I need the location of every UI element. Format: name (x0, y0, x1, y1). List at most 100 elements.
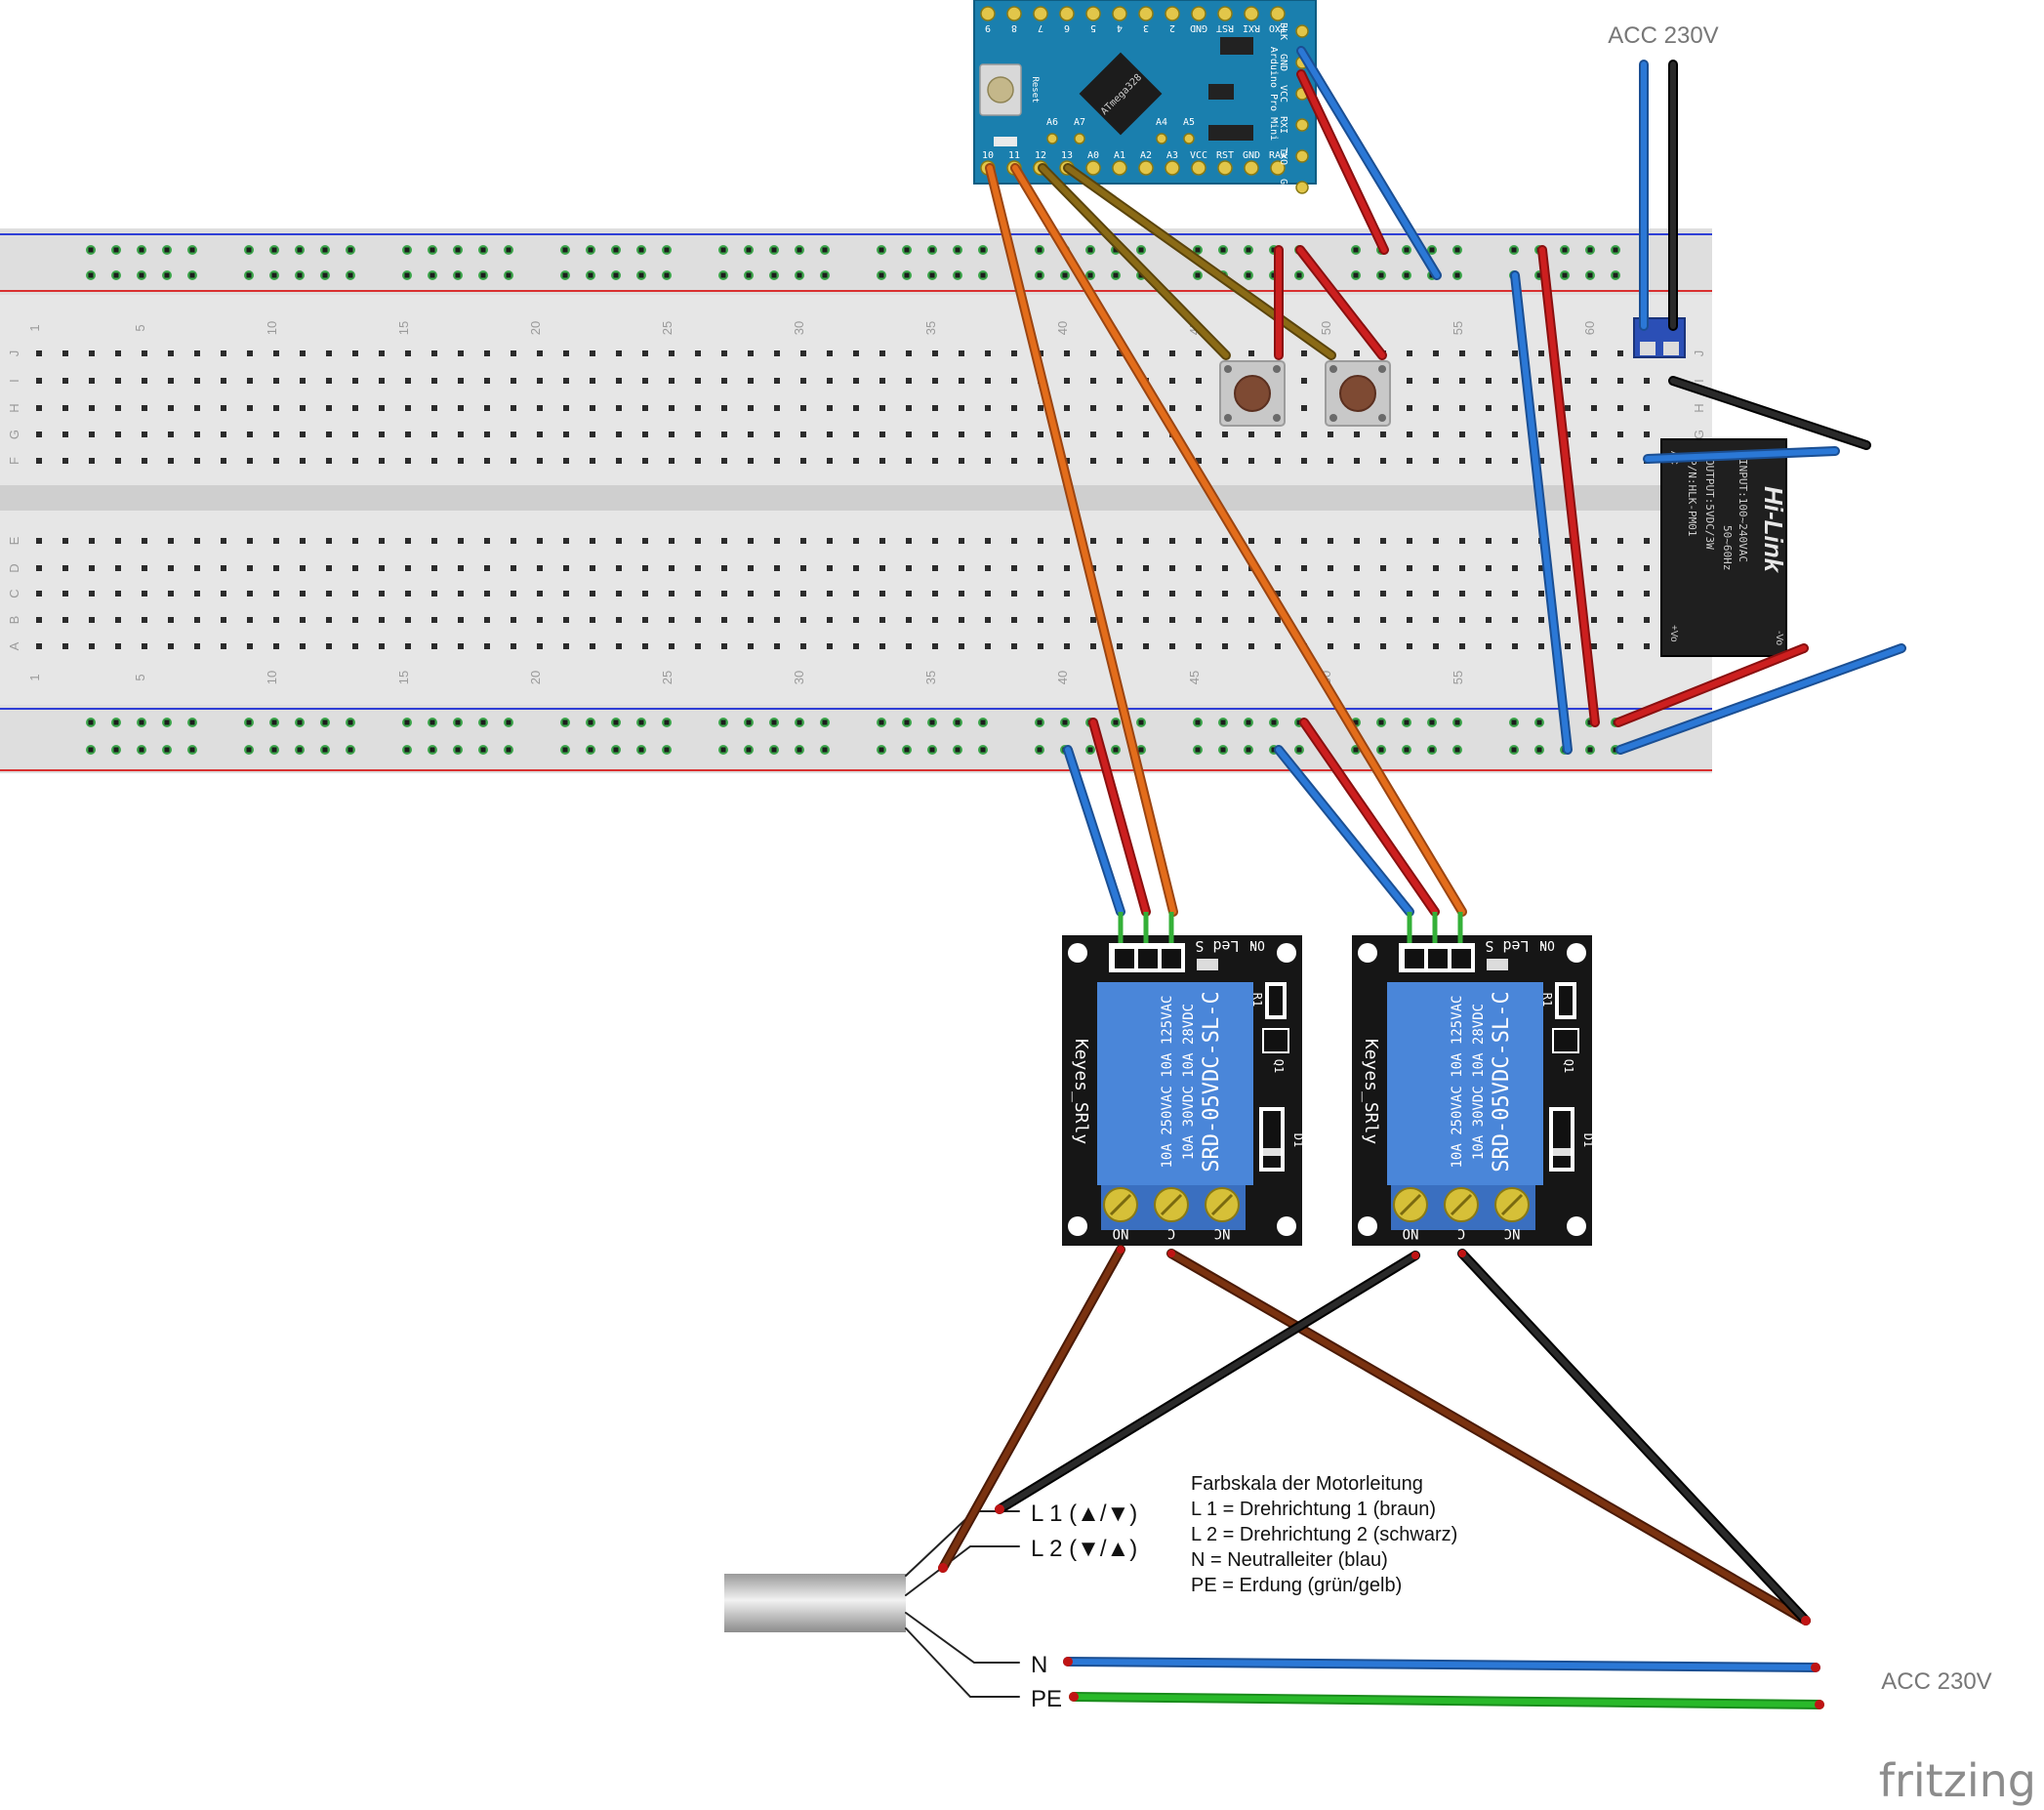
breadboard-hole (959, 405, 964, 411)
breadboard-hole (748, 617, 754, 623)
breadboard-hole (563, 405, 569, 411)
breadboard-hole (1617, 538, 1623, 544)
breadboard-hole (1591, 591, 1597, 596)
hilink-part: P/N:HLK-PM01 (1686, 459, 1698, 536)
breadboard-hole (326, 591, 332, 596)
column-number: 1 (27, 674, 42, 680)
breadboard-hole (36, 405, 42, 411)
breadboard-hole (221, 617, 226, 623)
breadboard-hole (89, 565, 95, 571)
pin-label: A1 (1114, 150, 1125, 161)
breadboard-hole (1538, 617, 1544, 623)
breadboard-hole (959, 350, 964, 356)
breadboard-hole (89, 432, 95, 437)
breadboard-hole (879, 432, 885, 437)
breadboard-hole (1328, 538, 1333, 544)
breadboard-hole (1433, 643, 1439, 649)
breadboard-hole (1380, 643, 1386, 649)
legend-title: Farbskala der Motorleitung (1191, 1473, 1423, 1495)
breadboard-hole (511, 458, 516, 464)
row-letter: H (7, 403, 21, 412)
breadboard-hole (484, 405, 490, 411)
breadboard-hole (1433, 538, 1439, 544)
breadboard-hole (906, 458, 912, 464)
breadboard-hole (511, 432, 516, 437)
breadboard-hole (774, 617, 780, 623)
lead-n (905, 1612, 1020, 1664)
breadboard-hole (1565, 378, 1571, 384)
breadboard-hole (247, 350, 253, 356)
breadboard-hole (1090, 617, 1096, 623)
breadboard-hole (932, 350, 938, 356)
breadboard-hole (1117, 405, 1123, 411)
fritzing-logo: fritzing (1879, 1754, 2036, 1807)
mount-hole (1277, 943, 1296, 963)
breadboard-hole (1117, 565, 1123, 571)
column-number: 10 (265, 671, 279, 684)
breadboard-hole (1433, 432, 1439, 437)
breadboard-hole (484, 591, 490, 596)
breadboard-hole (1407, 405, 1412, 411)
breadboard-hole (721, 405, 727, 411)
breadboard-hole (168, 538, 174, 544)
breadboard-hole (1222, 591, 1228, 596)
breadboard-hole (405, 591, 411, 596)
breadboard-hole (1617, 643, 1623, 649)
pin-pad (1217, 160, 1233, 176)
column-number: 40 (1055, 671, 1070, 684)
breadboard-hole (1433, 591, 1439, 596)
column-number: 50 (1319, 321, 1333, 335)
breadboard-hole (115, 565, 121, 571)
breadboard-hole (300, 643, 306, 649)
breadboard-hole (168, 378, 174, 384)
crystal (1220, 37, 1253, 55)
breadboard-hole (300, 350, 306, 356)
mount-hole (1567, 943, 1586, 963)
breadboard-hole (273, 458, 279, 464)
breadboard-hole (590, 538, 595, 544)
breadboard-hole (431, 565, 437, 571)
breadboard-hole (1380, 458, 1386, 464)
breadboard: JJIIHHGGFFEEDDCCBBAA11551010151520202525… (0, 228, 1712, 773)
breadboard-hole (379, 432, 385, 437)
breadboard-hole (484, 538, 490, 544)
pin-pad (1033, 6, 1048, 21)
relay-rating-1: 10A 250VAC 10A 125VAC (1160, 995, 1175, 1168)
relay-header-label: - Led S (1195, 937, 1256, 955)
breadboard-hole (642, 432, 648, 437)
breadboard-hole (1486, 350, 1492, 356)
breadboard-hole (1064, 378, 1070, 384)
breadboard-hole (458, 643, 464, 649)
row-letter: G (1692, 430, 1706, 439)
breadboard-hole (721, 565, 727, 571)
breadboard-hole (1328, 643, 1333, 649)
breadboard-hole (194, 538, 200, 544)
breadboard-hole (959, 591, 964, 596)
breadboard-hole (379, 378, 385, 384)
breadboard-hole (1248, 617, 1254, 623)
mount-hole (1358, 943, 1377, 963)
breadboard-hole (115, 378, 121, 384)
breadboard-hole (985, 591, 991, 596)
breadboard-hole (642, 617, 648, 623)
breadboard-hole (62, 378, 68, 384)
pin-label: VCC (1278, 85, 1288, 103)
breadboard-hole (695, 591, 701, 596)
breadboard-hole (1064, 432, 1070, 437)
breadboard-hole (827, 617, 833, 623)
breadboard-hole (484, 350, 490, 356)
pin-pad (1191, 6, 1206, 21)
relay-module-1: - Led S ON SRD-05VDC-SL-C 10A 250VAC 10A… (1062, 935, 1305, 1246)
breadboard-hole (1301, 432, 1307, 437)
breadboard-hole (1591, 405, 1597, 411)
breadboard-hole (247, 405, 253, 411)
lead-label-n: N (1031, 1652, 1047, 1678)
breadboard-hole (142, 350, 147, 356)
lead-l1 (905, 1510, 1020, 1577)
breadboard-hole (1354, 432, 1360, 437)
breadboard-hole (1644, 617, 1650, 623)
breadboard-hole (194, 565, 200, 571)
breadboard-hole (1433, 565, 1439, 571)
breadboard-hole (379, 643, 385, 649)
